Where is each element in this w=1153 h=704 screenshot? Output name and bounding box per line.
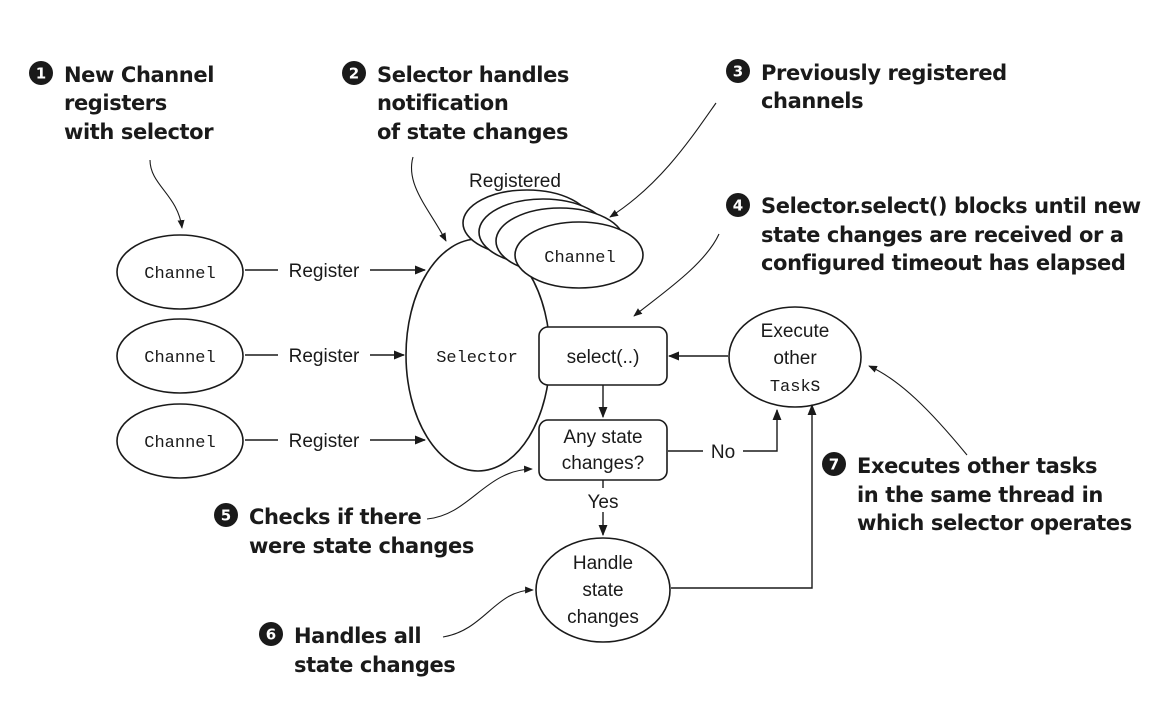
handle-line-1: Handle: [573, 553, 633, 574]
callout-line: state changes: [294, 653, 455, 677]
callout-7: 7 Executes other tasks in the same threa…: [822, 452, 1132, 535]
channel-label: Channel: [144, 349, 215, 368]
any-state-line-1: Any state: [563, 427, 642, 448]
callout-badge: [259, 622, 283, 646]
callout-badge: [342, 61, 366, 85]
channel-label: Channel: [544, 249, 615, 268]
callout-2: 2 Selector handles notification of state…: [342, 61, 569, 144]
callout-number: 4: [733, 197, 743, 215]
callout-6-pointer: [442, 586, 534, 638]
callout-3: 3 Previously registered channels: [726, 59, 1007, 113]
callout-line: which selector operates: [857, 511, 1132, 535]
execute-line-1: Execute: [761, 321, 830, 342]
callout-line: Selector handles: [377, 63, 569, 87]
execute-tasks-node: [728, 306, 862, 408]
no-label: No: [711, 442, 735, 463]
channel-node: [116, 318, 244, 394]
callout-number: 5: [221, 507, 231, 525]
callout-5-pointer: [426, 465, 533, 520]
register-label: Register: [289, 431, 360, 452]
channel-node: [514, 221, 644, 289]
channel-row-1: Channel Register: [116, 234, 427, 310]
callout-number: 1: [36, 65, 46, 83]
handle-line-2: state: [582, 580, 623, 601]
callout-line: of state changes: [377, 120, 568, 144]
handle-to-execute-arrow: [671, 403, 817, 589]
callout-line: registers: [64, 91, 167, 115]
callout-line: Previously registered: [761, 61, 1007, 85]
callout-1: 1 New Channel registers with selector: [29, 61, 215, 144]
any-state-line-2: changes?: [562, 453, 644, 474]
callout-1-pointer: [149, 159, 185, 229]
callout-badge: [726, 59, 750, 83]
channel-row-2: Channel Register: [116, 318, 406, 394]
register-label: Register: [289, 346, 360, 367]
callout-line: New Channel: [64, 63, 214, 87]
callout-line: Handles all: [294, 624, 421, 648]
callout-line: state changes are received or a: [761, 223, 1124, 247]
callout-number: 3: [733, 63, 743, 81]
callout-4: 4 Selector.select() blocks until new sta…: [726, 193, 1141, 275]
execute-line-3: Tasks: [770, 375, 820, 397]
callout-number: 7: [829, 456, 839, 474]
select-label: select(..): [567, 347, 640, 368]
callout-line: in the same thread in: [857, 483, 1103, 507]
callout-3-pointer: [609, 102, 717, 218]
callout-number: 6: [266, 626, 276, 644]
callout-line: Executes other tasks: [857, 454, 1097, 478]
callout-badge: [29, 61, 53, 85]
channel-node: [116, 403, 244, 479]
callout-line: were state changes: [249, 534, 474, 558]
channel-node: [116, 234, 244, 310]
callout-line: channels: [761, 89, 863, 113]
tasks-mono: Task: [770, 378, 811, 397]
channel-row-3: Channel Register: [116, 403, 427, 479]
handle-line-3: changes: [567, 607, 639, 628]
tasks-suffix: s: [811, 375, 821, 396]
callout-6: 6 Handles all state changes: [259, 622, 456, 677]
callout-line: Selector.select() blocks until new: [761, 194, 1141, 218]
selector-label: Selector: [436, 349, 518, 368]
callout-2-pointer: [410, 156, 447, 242]
callout-badge: [726, 193, 750, 217]
callout-7-pointer: [868, 365, 968, 456]
registered-channel-stack: Channel: [462, 189, 644, 289]
callout-line: notification: [377, 91, 508, 115]
registered-label: Registered: [469, 171, 561, 192]
callout-line: with selector: [64, 120, 214, 144]
callout-badge: [214, 503, 238, 527]
channel-label: Channel: [144, 265, 215, 284]
execute-line-2: other: [773, 348, 817, 369]
callout-5: 5 Checks if there were state changes: [214, 503, 474, 558]
yes-label: Yes: [588, 492, 619, 513]
callout-badge: [822, 452, 846, 476]
handle-state-node: [535, 537, 671, 643]
callout-number: 2: [349, 65, 359, 83]
channel-label: Channel: [144, 434, 215, 453]
callout-line: Checks if there: [249, 505, 421, 529]
callout-line: configured timeout has elapsed: [761, 251, 1126, 275]
callout-4-pointer: [633, 233, 720, 317]
register-label: Register: [289, 261, 360, 282]
